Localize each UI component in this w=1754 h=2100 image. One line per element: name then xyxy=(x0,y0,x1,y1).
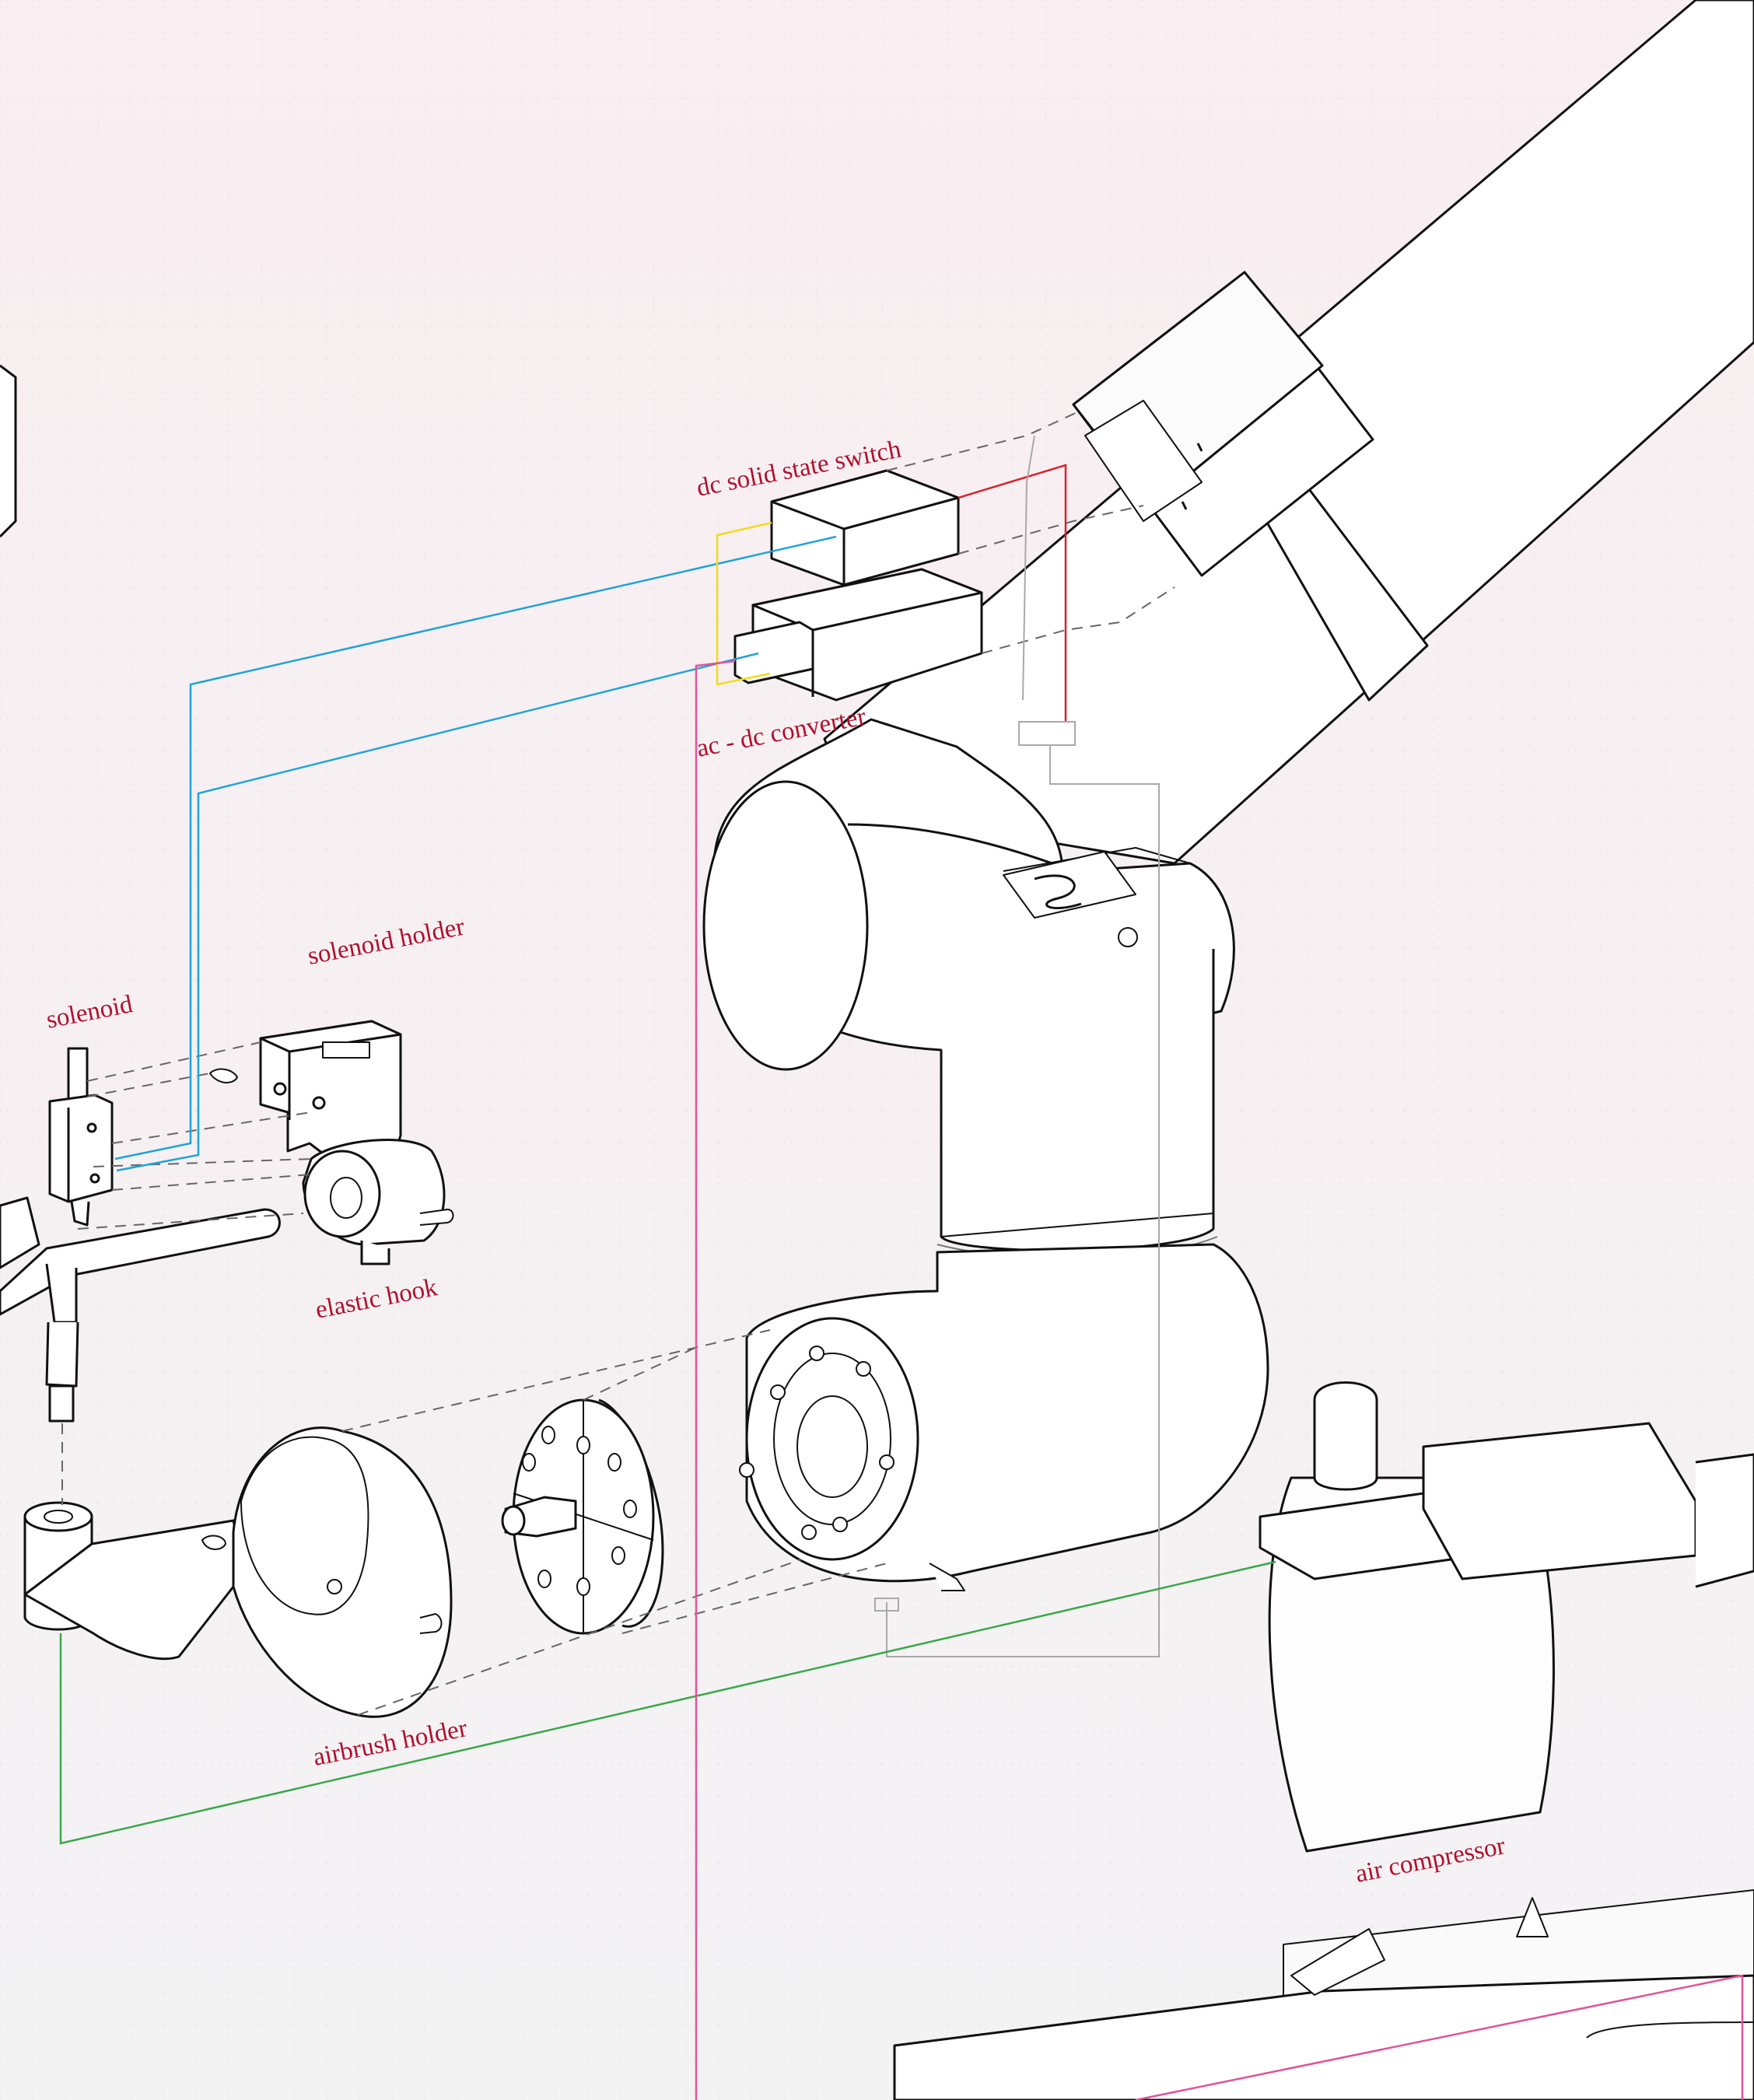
ac-dc-converter xyxy=(733,568,983,702)
air-compressor-body xyxy=(893,1381,1754,2100)
arm-mount-bracket xyxy=(1072,271,1374,577)
wire-pink xyxy=(695,660,1744,2100)
wire-yellow xyxy=(716,521,772,686)
wire-red xyxy=(958,464,1067,722)
solenoid-part xyxy=(48,1047,114,1227)
offscreen-cylinder-edge xyxy=(0,364,17,538)
wire-grey xyxy=(874,435,1160,1657)
airbrush-part xyxy=(0,1196,281,1423)
tool-flange-part xyxy=(501,1398,664,1635)
wire-blue-1 xyxy=(114,535,837,1160)
airbrush-holder-part xyxy=(23,1426,453,1718)
assembly-guide-lines xyxy=(61,411,1175,1716)
dc-solid-state-switch xyxy=(770,469,960,586)
robot-body xyxy=(702,718,1269,1591)
wire-blue-2 xyxy=(116,652,759,1172)
elastic-hook-part xyxy=(302,1139,454,1265)
wire-green xyxy=(59,1560,1276,1845)
